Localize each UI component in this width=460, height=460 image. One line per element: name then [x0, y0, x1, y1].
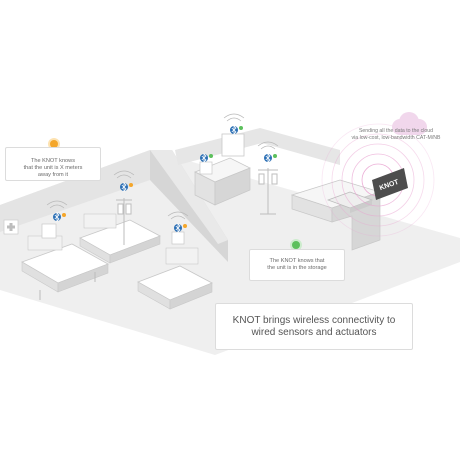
signal-arcs-gateway — [321, 123, 435, 237]
cloud-icon — [392, 112, 427, 135]
headline-box: KNOT brings wireless connectivity to wir… — [215, 303, 413, 350]
desk — [290, 179, 382, 251]
status-orange-icon — [50, 140, 58, 148]
medical-device-2 — [171, 231, 185, 245]
back-wall-left — [0, 150, 150, 232]
bluetooth-marker-bed3 — [174, 223, 187, 233]
hospital-bed-1 — [21, 235, 109, 300]
back-wall-storage — [175, 128, 340, 165]
callout-distance: The KNOT knows that the unit is X meters… — [5, 147, 101, 181]
partition-wall — [150, 150, 228, 262]
iv-pole-storage — [258, 168, 278, 215]
wifi-arcs — [46, 113, 279, 220]
medical-device-1 — [41, 223, 57, 239]
knot-label-tag: KNOT — [372, 168, 408, 200]
partition-wall-top — [150, 150, 228, 244]
bluetooth-marker-monitor — [230, 125, 243, 135]
hospital-bed-2 — [79, 213, 161, 264]
storage-cabinet — [194, 157, 251, 206]
status-green-icon — [292, 241, 300, 249]
iv-pole-left — [116, 198, 132, 245]
pump-device — [199, 161, 213, 175]
bluetooth-marker-bed1 — [53, 212, 66, 222]
bluetooth-marker-iv — [120, 182, 133, 192]
monitor-device — [221, 133, 245, 157]
hospital-bed-3 — [137, 247, 213, 310]
bluetooth-marker-storage-iv — [264, 153, 277, 163]
first-aid-sign — [3, 219, 19, 235]
callout-storage: The KNOT knows that the unit is in the s… — [249, 249, 345, 281]
cloud-caption: Sending all the data to the cloud via lo… — [351, 128, 441, 141]
bluetooth-marker-pump — [200, 153, 213, 163]
